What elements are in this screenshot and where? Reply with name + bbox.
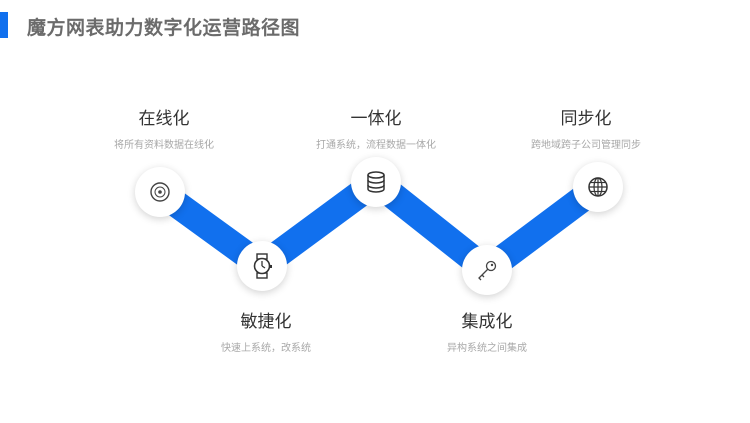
step-desc: 跨地域跨子公司管理同步 <box>531 140 641 151</box>
page-title: 魔方网表助力数字化运营路径图 <box>27 17 301 39</box>
step-label-3: 一体化 打通系统，流程数据一体化 <box>316 104 436 151</box>
disc-icon <box>150 182 170 202</box>
step-label-1: 在线化 将所有资料数据在线化 <box>114 104 214 151</box>
step-title: 在线化 <box>138 109 190 129</box>
step-desc: 异构系统之间集成 <box>447 343 527 354</box>
step-desc: 打通系统，流程数据一体化 <box>316 140 436 151</box>
step-title: 同步化 <box>560 109 612 129</box>
step-node-5 <box>573 162 623 212</box>
key-icon <box>478 260 497 281</box>
step-title: 敏捷化 <box>240 312 292 332</box>
step-label-2: 敏捷化 快速上系统，改系统 <box>221 307 311 354</box>
step-label-4: 集成化 异构系统之间集成 <box>447 307 527 354</box>
database-icon <box>367 171 385 193</box>
step-title: 集成化 <box>461 312 513 332</box>
step-node-2 <box>237 241 287 291</box>
step-desc: 将所有资料数据在线化 <box>114 140 214 151</box>
step-title: 一体化 <box>350 109 402 129</box>
title-accent-bar <box>0 12 8 38</box>
step-node-1 <box>135 167 185 217</box>
step-label-5: 同步化 跨地域跨子公司管理同步 <box>531 104 641 151</box>
step-desc: 快速上系统，改系统 <box>221 343 311 354</box>
step-node-3 <box>351 157 401 207</box>
globe-icon <box>588 177 608 197</box>
watch-icon <box>253 253 272 279</box>
step-node-4 <box>462 245 512 295</box>
